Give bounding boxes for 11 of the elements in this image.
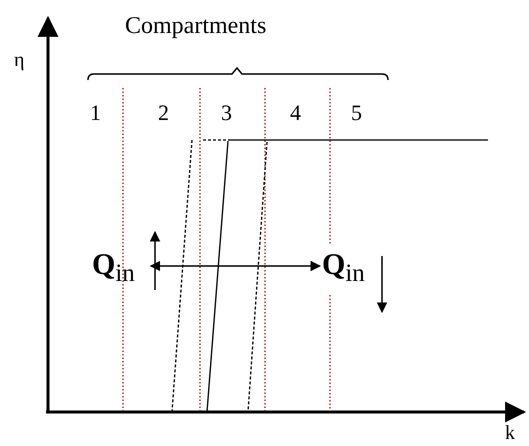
compartment-number: 5 <box>351 102 362 124</box>
compartment-number: 1 <box>90 102 101 124</box>
double-arrow <box>150 260 322 272</box>
axis-label: k <box>505 423 515 443</box>
compartment-number: 2 <box>158 102 169 124</box>
flow-label: Q$_{in}$ <box>322 250 365 286</box>
compartment-number: 3 <box>221 102 232 124</box>
flow-label: Q$_{in}$ <box>92 250 135 286</box>
compartment-number: 4 <box>290 102 301 124</box>
axis-label: η <box>14 50 24 70</box>
axis-title: Compartments <box>125 14 266 38</box>
